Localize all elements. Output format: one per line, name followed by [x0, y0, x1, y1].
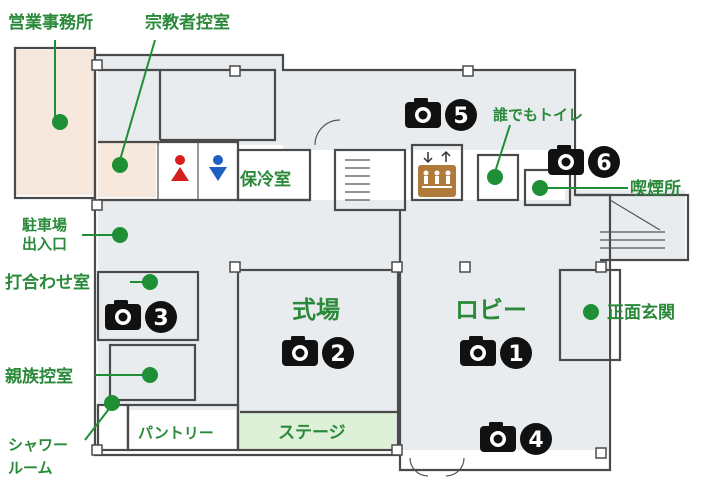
door-arc-1: [314, 119, 341, 146]
location-dot-icon: [142, 274, 158, 290]
clergy-room-label: 宗教者控室: [145, 12, 230, 33]
toilet-female-icon: [171, 155, 189, 181]
lobby-label: ロビー: [455, 296, 527, 324]
main-floor-area: [98, 200, 608, 450]
camera-number-badge: [520, 423, 552, 455]
toilet-male-icon: [209, 155, 227, 181]
camera-number-text: 3: [153, 306, 168, 331]
camera-number-badge: [145, 301, 177, 333]
camera-icon: [405, 98, 441, 128]
stage-label: ステージ: [278, 423, 346, 443]
camera-number-badge: [322, 337, 354, 369]
camera-icon: [460, 336, 496, 366]
pantry-fill: [128, 410, 236, 450]
room-labels: 営業事務所 宗教者控室 保冷室 誰でもトイレ 喫煙所 駐車場 出入口 打合わせ室…: [5, 12, 681, 477]
right-stairs-steps: [600, 199, 665, 249]
cold-room-label: 保冷室: [239, 169, 291, 190]
right-wing-wall: [575, 193, 690, 262]
family-room-label: 親族控室: [5, 366, 73, 387]
camera-number-text: 2: [330, 342, 345, 367]
universal-toilet-label: 誰でもトイレ: [493, 106, 583, 124]
cold-room-fill: [238, 150, 308, 200]
smoking-area-label: 喫煙所: [630, 179, 681, 199]
universal-toilet-wall: [476, 153, 520, 202]
clergy-room-fill: [98, 142, 156, 197]
camera-point-3[interactable]: 3: [105, 300, 177, 333]
camera-number-badge: [500, 337, 532, 369]
camera-markers: 1 2 3 4 5 6: [105, 98, 620, 455]
camera-point-5[interactable]: 5: [405, 98, 477, 131]
wall-b: [160, 68, 277, 142]
camera-number-badge: [445, 99, 477, 131]
camera-number-text: 6: [596, 151, 611, 176]
location-dot-icon: [583, 304, 599, 320]
elevator-shaft-wall: [410, 143, 464, 202]
camera-point-6[interactable]: 6: [548, 145, 620, 178]
upper-left-area: [98, 55, 283, 145]
location-dot-icon: [142, 367, 158, 383]
door-arc-2: [409, 457, 429, 477]
parking-entrance-label-1: 駐車場: [22, 216, 67, 234]
camera-number-badge: [588, 146, 620, 178]
ceremony-hall-label: 式場: [292, 296, 340, 324]
family-room-wall: [108, 343, 197, 402]
camera-number-text: 5: [453, 104, 468, 129]
camera-point-1[interactable]: 1: [460, 336, 532, 369]
stairs-wall: [333, 148, 407, 212]
camera-point-4[interactable]: 4: [480, 422, 552, 455]
parking-entrance-label-2: 出入口: [22, 235, 67, 253]
camera-icon: [105, 300, 141, 330]
location-dot-icon: [487, 169, 503, 185]
main-entrance-label: 正面玄関: [607, 302, 675, 323]
location-dot-icon: [112, 227, 128, 243]
camera-icon: [480, 422, 516, 452]
leader-lines: [54, 39, 628, 441]
camera-icon: [282, 336, 318, 366]
location-dot-icon: [104, 395, 120, 411]
office-label: 営業事務所: [8, 12, 93, 33]
camera-point-2[interactable]: 2: [282, 336, 354, 369]
right-entrance-wing: [565, 190, 685, 260]
camera-number-text: 4: [528, 428, 543, 453]
camera-icon: [548, 145, 584, 175]
stage-fill: [240, 412, 395, 450]
columns: [91, 59, 607, 459]
entrance-wall: [558, 268, 622, 362]
location-dots: [52, 114, 599, 411]
stairs-steps: [345, 159, 370, 201]
location-dot-icon: [532, 180, 548, 196]
shower-fill: [98, 405, 126, 450]
meeting-room-wall: [96, 270, 200, 342]
pantry-label: パントリー: [138, 424, 214, 442]
shower-room-label-2: ルーム: [8, 459, 53, 477]
camera-number-text: 1: [508, 342, 523, 367]
shower-room-label-1: シャワー: [8, 436, 68, 454]
ceremony-hall-wall: [236, 268, 400, 452]
location-dot-icon: [112, 157, 128, 173]
elevator-icon: [418, 150, 456, 197]
cold-room-wall: [236, 148, 312, 202]
room-fills: [15, 50, 685, 450]
meeting-room-label: 打合わせ室: [5, 272, 90, 293]
door-arc-3: [445, 457, 465, 477]
location-dot-icon: [52, 114, 68, 130]
